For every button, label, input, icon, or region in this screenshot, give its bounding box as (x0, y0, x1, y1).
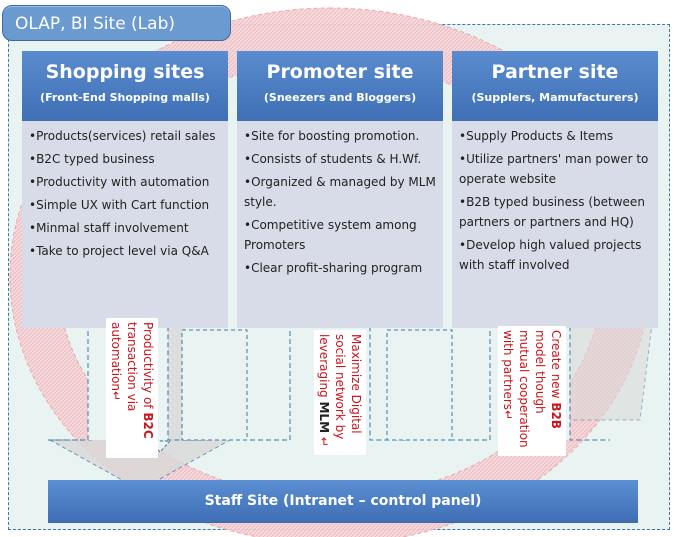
flow-text-bold: B2C (141, 412, 155, 439)
partner-site-title: Partner site (491, 61, 619, 83)
flow-line: transaction via (125, 322, 139, 412)
shopping-sites-list: •Products(services) retail sales •B2C ty… (22, 121, 228, 328)
list-item: •Productivity with automation (29, 175, 210, 189)
page-title: OLAP, BI Site (Lab) (2, 5, 231, 41)
staff-site-bar: Staff Site (Intranet – control panel) (48, 480, 638, 523)
flow-line: Maximize Digital (349, 334, 363, 434)
mlm-flow-label: Maximize Digital social network by lever… (314, 330, 366, 455)
list-item: •B2B typed business (between partners or… (459, 195, 645, 229)
promoter-site-title: Promoter site (266, 61, 414, 83)
flow-line: Productivity of B2C (141, 322, 155, 439)
list-item: •B2C typed business (29, 152, 155, 166)
partner-site-subtitle: (Supplers, Mamufacturers) (471, 91, 639, 104)
flow-text: Productivity of (141, 322, 155, 413)
list-item: •Utilize partners' man power to operate … (459, 152, 649, 186)
shopping-sites-title: Shopping sites (45, 61, 205, 83)
flow-text-bold: B2B (549, 402, 563, 429)
shopping-sites-header: Shopping sites (Front-End Shopping malls… (22, 51, 228, 121)
flow-line: automation↵ (109, 322, 123, 402)
list-item: •Minmal staff involvement (29, 221, 189, 235)
list-item: •Organized & managed by MLM style. (244, 175, 436, 209)
flow-line: with partners↵ (501, 330, 515, 421)
partner-site-list: •Supply Products & Items •Utilize partne… (452, 121, 658, 328)
b2b-flow-label: Create new B2B model though mutual coope… (498, 326, 566, 456)
list-item: •Take to project level via Q&A (29, 244, 209, 258)
list-item: •Supply Products & Items (459, 129, 614, 143)
b2c-flow-label: Productivity of B2C transaction via auto… (106, 318, 158, 458)
flow-text: Create new (549, 330, 563, 403)
flow-line: leveraging MLM ↵ (317, 334, 331, 447)
partner-site-column: Partner site (Supplers, Mamufacturers) •… (452, 51, 658, 328)
list-item: •Competitive system among Promoters (244, 218, 417, 252)
flow-text-bold: MLM (317, 401, 331, 434)
flow-line: Create new B2B (549, 330, 563, 429)
flow-line: model though (533, 330, 547, 414)
flow-text: ↵ (317, 433, 331, 447)
promoter-site-header: Promoter site (Sneezers and Bloggers) (237, 51, 443, 121)
promoter-site-column: Promoter site (Sneezers and Bloggers) •S… (237, 51, 443, 328)
promoter-site-subtitle: (Sneezers and Bloggers) (263, 91, 417, 104)
shopping-sites-column: Shopping sites (Front-End Shopping malls… (22, 51, 228, 328)
list-item: •Products(services) retail sales (29, 129, 216, 143)
list-item: •Develop high valued projects with staff… (459, 238, 642, 272)
list-item: •Simple UX with Cart function (29, 198, 210, 212)
flow-line: social network by (333, 334, 347, 440)
partner-site-header: Partner site (Supplers, Mamufacturers) (452, 51, 658, 121)
flow-text: leveraging (317, 334, 331, 402)
list-item: •Clear profit-sharing program (244, 261, 423, 275)
list-item: •Consists of students & H.Wf. (244, 152, 422, 166)
promoter-site-list: •Site for boosting promotion. •Consists … (237, 121, 443, 328)
flow-line: mutual cooperation (517, 330, 531, 448)
list-item: •Site for boosting promotion. (244, 129, 420, 143)
shopping-sites-subtitle: (Front-End Shopping malls) (40, 91, 210, 104)
